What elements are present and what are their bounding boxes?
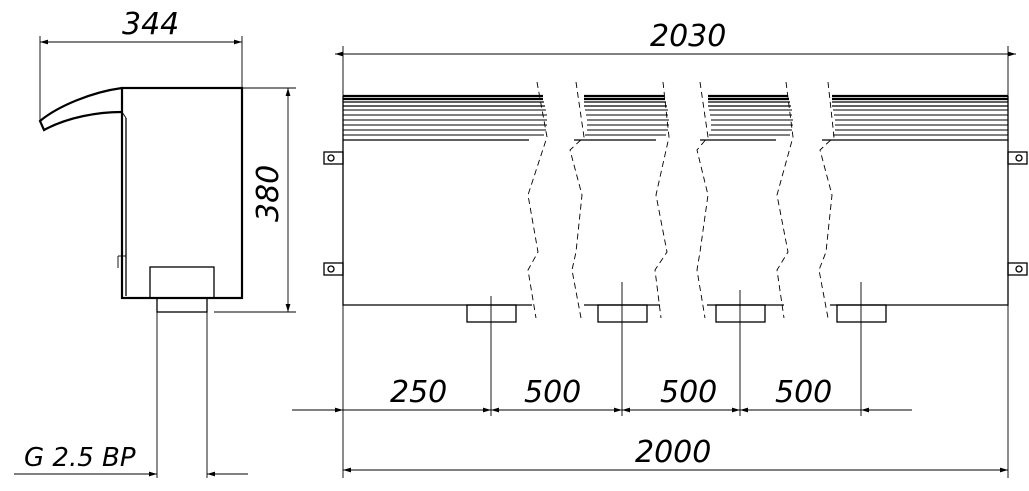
grille-segment-1 — [343, 94, 547, 136]
grille-segment-3 — [708, 94, 793, 136]
dim-label-500-b: 500 — [660, 375, 717, 410]
dim-label-380: 380 — [251, 165, 286, 222]
pipe-connectors — [466, 304, 887, 323]
break-lines — [527, 81, 835, 319]
dim-label-2000: 2000 — [635, 435, 711, 470]
side-view: 344 380 G 2.5 BP — [14, 7, 296, 478]
side-deflector — [38, 86, 123, 132]
side-pipe-stub — [156, 297, 208, 313]
side-connector-box — [149, 266, 215, 299]
dim-label-500-a: 500 — [524, 375, 581, 410]
grille-segment-4 — [832, 94, 1008, 136]
front-body — [342, 139, 1009, 306]
grille-segment-2 — [584, 94, 669, 136]
mounting-brackets — [323, 151, 1028, 276]
dim-label-2030: 2030 — [650, 19, 726, 54]
dim-label-500-c: 500 — [775, 375, 832, 410]
dim-label-344: 344 — [122, 7, 179, 42]
dim-label-250: 250 — [390, 375, 447, 410]
thread-note: G 2.5 BP — [24, 443, 136, 473]
front-view: 2030 250 500 500 500 2000 — [292, 19, 1028, 478]
